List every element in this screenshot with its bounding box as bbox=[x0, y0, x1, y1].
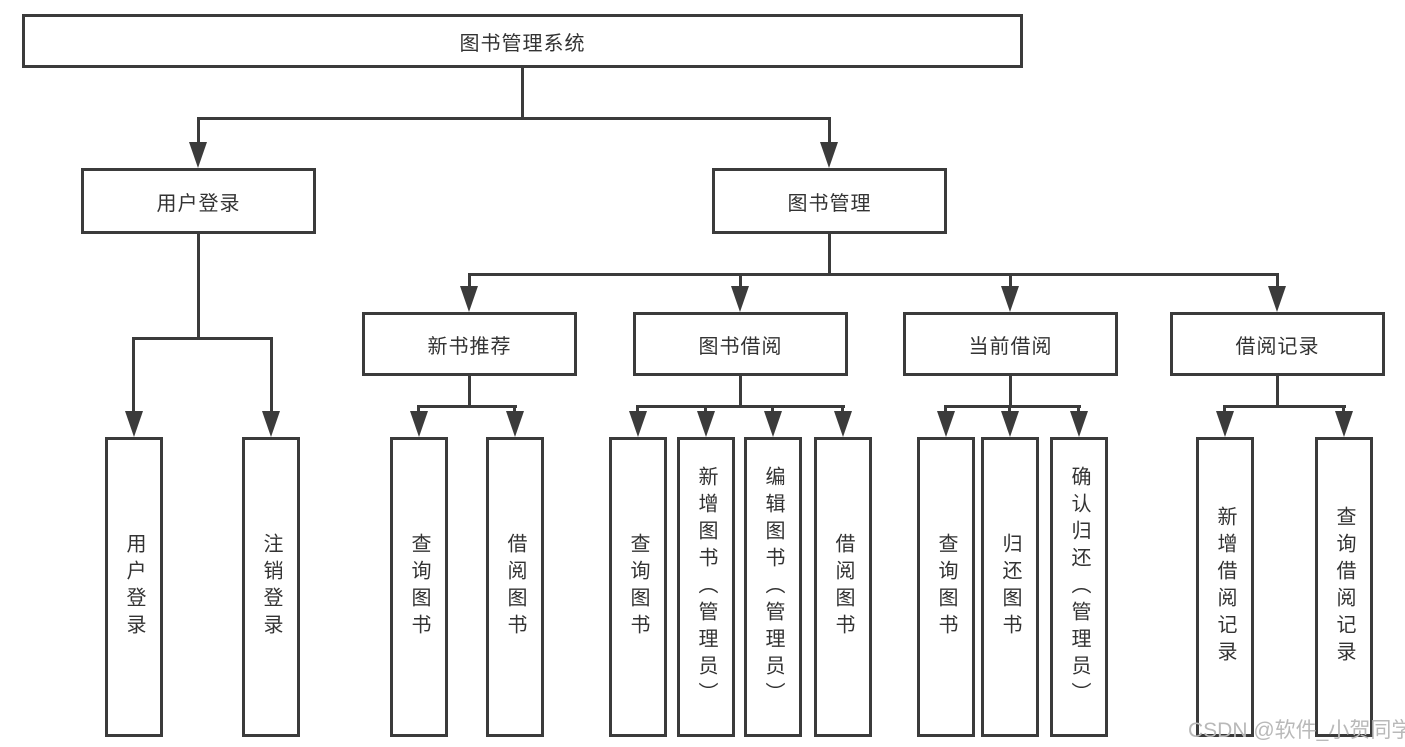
leaf-logout: 注销登录 bbox=[242, 437, 300, 737]
arrow-down-icon bbox=[731, 286, 749, 312]
leaf-borrow-books: 借阅图书 bbox=[814, 437, 872, 737]
connector-line bbox=[739, 273, 742, 288]
connector-line bbox=[841, 405, 844, 413]
connector-line bbox=[197, 117, 831, 120]
leaf-borrow-books-recommend: 借阅图书 bbox=[486, 437, 544, 737]
arrow-down-icon bbox=[1335, 411, 1353, 437]
connector-line bbox=[828, 232, 831, 276]
watermark: CSDN @软件_小贺同学 bbox=[1188, 719, 1405, 742]
connector-line bbox=[1009, 273, 1012, 288]
arrow-down-icon bbox=[1001, 286, 1019, 312]
connector-line bbox=[270, 337, 273, 413]
connector-line bbox=[1342, 405, 1345, 413]
leaf-return-book: 归还图书 bbox=[981, 437, 1039, 737]
connector-line bbox=[739, 374, 742, 408]
connector-line bbox=[468, 273, 1279, 276]
arrow-down-icon bbox=[697, 411, 715, 437]
connector-line bbox=[636, 405, 639, 413]
connector-line bbox=[1276, 273, 1279, 288]
arrow-down-icon bbox=[410, 411, 428, 437]
leaf-query-books-current: 查询图书 bbox=[917, 437, 975, 737]
node-user-login: 用户登录 bbox=[81, 168, 316, 234]
connector-line bbox=[197, 117, 200, 145]
leaf-query-borrow-record: 查询借阅记录 bbox=[1315, 437, 1373, 737]
arrow-down-icon bbox=[937, 411, 955, 437]
connector-line bbox=[944, 405, 947, 413]
node-book-management: 图书管理 bbox=[712, 168, 947, 234]
connector-line bbox=[197, 232, 200, 340]
leaf-query-books-borrow: 查询图书 bbox=[609, 437, 667, 737]
connector-line bbox=[468, 374, 471, 408]
arrow-down-icon bbox=[460, 286, 478, 312]
leaf-add-borrow-record: 新增借阅记录 bbox=[1196, 437, 1254, 737]
connector-line bbox=[828, 117, 831, 145]
leaf-user-login: 用户登录 bbox=[105, 437, 163, 737]
arrow-down-icon bbox=[834, 411, 852, 437]
connector-line bbox=[132, 337, 273, 340]
arrow-down-icon bbox=[189, 142, 207, 168]
leaf-confirm-return-admin: 确认归还（管理员） bbox=[1050, 437, 1108, 737]
connector-line bbox=[1009, 374, 1012, 408]
arrow-down-icon bbox=[1216, 411, 1234, 437]
connector-line bbox=[1008, 405, 1011, 413]
arrow-down-icon bbox=[820, 142, 838, 168]
connector-line bbox=[636, 405, 845, 408]
leaf-query-books-recommend: 查询图书 bbox=[390, 437, 448, 737]
arrow-down-icon bbox=[1070, 411, 1088, 437]
arrow-down-icon bbox=[506, 411, 524, 437]
connector-line bbox=[417, 405, 420, 413]
connector-line bbox=[521, 66, 524, 120]
arrow-down-icon bbox=[629, 411, 647, 437]
arrow-down-icon bbox=[1268, 286, 1286, 312]
connector-line bbox=[1077, 405, 1080, 413]
connector-line bbox=[1223, 405, 1226, 413]
arrow-down-icon bbox=[125, 411, 143, 437]
node-new-book-recommend: 新书推荐 bbox=[362, 312, 577, 376]
arrow-down-icon bbox=[262, 411, 280, 437]
arrow-down-icon bbox=[1001, 411, 1019, 437]
leaf-add-book-admin: 新增图书（管理员） bbox=[677, 437, 735, 737]
arrow-down-icon bbox=[764, 411, 782, 437]
connector-line bbox=[704, 405, 707, 413]
leaf-edit-book-admin: 编辑图书（管理员） bbox=[744, 437, 802, 737]
node-library-system: 图书管理系统 bbox=[22, 14, 1023, 68]
node-current-borrow: 当前借阅 bbox=[903, 312, 1118, 376]
connector-line bbox=[1276, 374, 1279, 408]
connector-line bbox=[944, 405, 1081, 408]
connector-line bbox=[468, 273, 471, 288]
connector-line bbox=[771, 405, 774, 413]
connector-line bbox=[1223, 405, 1346, 408]
connector-line bbox=[513, 405, 516, 413]
connector-line bbox=[132, 337, 135, 413]
node-borrow-records: 借阅记录 bbox=[1170, 312, 1385, 376]
connector-line bbox=[417, 405, 517, 408]
node-book-borrow: 图书借阅 bbox=[633, 312, 848, 376]
